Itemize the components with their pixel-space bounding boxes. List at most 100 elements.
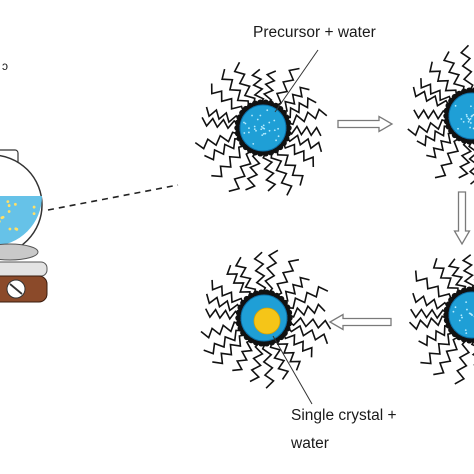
liquid-dot — [13, 202, 17, 206]
precursor-speck — [253, 125, 256, 128]
surfactant-tail — [285, 285, 329, 310]
surfactant-head — [251, 100, 259, 107]
surfactant-tail — [228, 149, 254, 193]
precursor-speck — [466, 115, 468, 118]
precursor-speck — [273, 119, 276, 122]
liquid-dot — [14, 227, 18, 231]
surfactant-tail — [245, 150, 261, 191]
surfactant-tail — [203, 329, 244, 355]
liquid-dot — [7, 210, 11, 213]
liquid-dot — [6, 200, 10, 204]
precursor-speck — [457, 127, 459, 130]
surfactant-tail — [285, 134, 323, 153]
precursor-speck — [264, 132, 267, 135]
surfactant-tail — [287, 316, 332, 330]
surfactant-tail — [413, 108, 449, 121]
surfactant-tail — [249, 341, 264, 383]
label-water: water — [291, 435, 329, 452]
surfactant-tail — [210, 83, 245, 114]
surfactant-tail — [253, 251, 267, 295]
precursor-speck — [458, 319, 461, 322]
surfactant-head — [257, 99, 264, 106]
precursor-speck — [260, 128, 263, 131]
surfactant-tail — [232, 338, 254, 372]
precursor-speck — [255, 129, 257, 132]
precursor-speck — [263, 127, 266, 130]
micelle-icon — [408, 254, 474, 385]
precursor-speck — [454, 104, 457, 107]
surfactant-tail — [428, 61, 458, 98]
surfactant-head — [235, 314, 242, 322]
surfactant-tail — [412, 292, 450, 311]
surfactant-tail — [470, 339, 474, 366]
surfactant-tail — [434, 136, 462, 179]
surfactant-head — [258, 340, 265, 347]
surfactant-tail — [204, 137, 242, 161]
surfactant-tail — [287, 302, 326, 319]
precursor-speck — [471, 114, 474, 117]
surfactant-head — [262, 99, 269, 106]
precursor-speck — [454, 306, 457, 309]
precursor-speck — [243, 121, 245, 124]
precursor-speck — [460, 118, 463, 120]
surfactant-head — [285, 320, 293, 327]
surfactant-tail — [226, 264, 251, 299]
surfactant-head — [443, 107, 451, 114]
surfactant-head — [286, 314, 293, 322]
surfactant-tail — [194, 131, 241, 150]
surfactant-tail — [264, 249, 279, 295]
hotplate-top — [0, 261, 48, 277]
precursor-speck — [467, 120, 470, 123]
surfactant-tail — [281, 276, 310, 303]
surfactant-head — [268, 339, 276, 346]
surfactant-head — [234, 130, 242, 137]
leader-line — [274, 49, 319, 113]
surfactant-head — [285, 309, 293, 316]
surfactant-tail — [205, 293, 242, 312]
surfactant-tail — [420, 78, 453, 104]
surfactant-tail — [262, 151, 277, 192]
surfactant-head — [460, 88, 468, 95]
surfactant-tail — [262, 70, 277, 105]
precursor-speck — [261, 134, 264, 137]
surfactant-tail — [432, 258, 459, 296]
liquid-dot — [0, 220, 1, 223]
liquid-dot — [1, 215, 5, 219]
surfactant-head — [471, 286, 474, 293]
precursor-speck — [470, 105, 472, 108]
surfactant-head — [471, 87, 474, 94]
precursor-speck — [248, 131, 250, 134]
precursor-speck — [251, 114, 253, 117]
surfactant-tail — [407, 118, 450, 137]
precursor-speck — [464, 329, 467, 331]
surfactant-tail — [418, 324, 452, 347]
hotplate-icon — [0, 261, 48, 303]
surfactant-head — [284, 130, 292, 137]
surfactant-tail — [280, 86, 310, 113]
surfactant-tail — [212, 333, 247, 365]
surfactant-tail — [442, 51, 465, 95]
liquid-dot — [7, 204, 11, 207]
surfactant-head — [443, 306, 451, 313]
surfactant-tail — [412, 86, 451, 108]
dashed-connector — [47, 184, 179, 211]
precursor-speck — [262, 132, 265, 135]
precursor-speck — [470, 313, 472, 316]
surfactant-tail — [426, 132, 455, 159]
hotplate-knob-mark — [9, 283, 23, 295]
precursor-speck — [462, 120, 465, 123]
surfactant-tail — [261, 341, 275, 389]
surfactant-tail — [211, 279, 245, 306]
surfactant-head — [443, 311, 450, 319]
surfactant-tail — [276, 337, 302, 371]
surfactant-head — [251, 149, 259, 156]
surfactant-tail — [458, 139, 473, 179]
precursor-speck — [452, 310, 455, 313]
surfactant-head — [263, 289, 270, 296]
micelle-icon — [200, 249, 332, 389]
surfactant-head — [460, 137, 468, 144]
surfactant-head — [466, 138, 473, 145]
surfactant-tail — [276, 147, 304, 186]
water-core — [448, 92, 474, 140]
